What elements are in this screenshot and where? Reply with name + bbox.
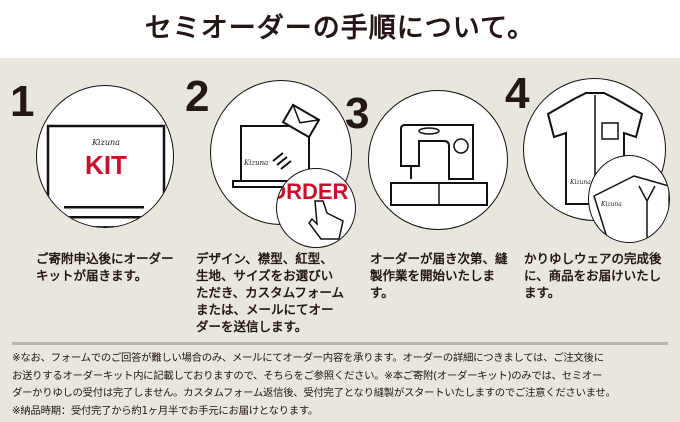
kit-label: KIT (85, 150, 127, 180)
order-label: ORDER (276, 179, 349, 204)
step-number-3: 3 (345, 89, 370, 138)
brand-logo: Kizuna (92, 138, 120, 147)
note-line: ※納品時期：受付完了から約1ヶ月半でお手元にお届けとなります。 (12, 404, 318, 417)
kit-document-icon (46, 124, 166, 227)
step-2-text: デザイン、襟型、紅型、生地、サイズをお選びいただき、カスタムフォームまたは、メー… (196, 251, 345, 334)
note-line: お送りするオーダーキット内に記載しておりますので、そちらをご参照ください。※本ご… (12, 369, 603, 382)
brand-logo-package: Kizuna (601, 201, 622, 208)
step-number-1: 1 (10, 77, 35, 126)
step-4-text: かりゆしウェアの完成後に、商品をお届けいたします。 (524, 251, 662, 300)
sewing-machine-illustration (368, 90, 508, 230)
order-button-illustration: ORDER (276, 168, 356, 248)
pointing-hand-icon (308, 200, 344, 240)
kit-illustration: Kizuna KIT (36, 85, 174, 228)
sewing-machine-icon (390, 124, 488, 206)
note-line: ダーかりゆしの受付は完了しません。カスタムフォーム返信後、受付完了となり縫製がス… (12, 387, 616, 399)
page-title: セミオーダーの手順について。 (144, 13, 536, 44)
step-3-text: オーダーが届き次第、縫製作業を開始いたします。 (370, 251, 508, 300)
note-line: ※なお、フォームでのご回答が難しい場合のみ、メールにてオーダー内容を承ります。オ… (12, 352, 604, 364)
divider (12, 342, 668, 345)
step-1-text: ご寄附申込後にオーダーキットが届きます。 (36, 251, 174, 283)
step-number-4: 4 (505, 69, 530, 118)
packaged-shirt-icon (593, 175, 669, 242)
packaged-shirt-illustration: Kizuna (588, 155, 670, 243)
header: セミオーダーの手順について。 (0, 0, 680, 58)
step-number-2: 2 (185, 72, 210, 121)
brand-logo: Kizuna (244, 159, 269, 167)
brand-logo: Kizuna (570, 179, 591, 186)
notes: ※なお、フォームでのご回答が難しい場合のみ、メールにてオーダー内容を承ります。オ… (12, 350, 677, 420)
